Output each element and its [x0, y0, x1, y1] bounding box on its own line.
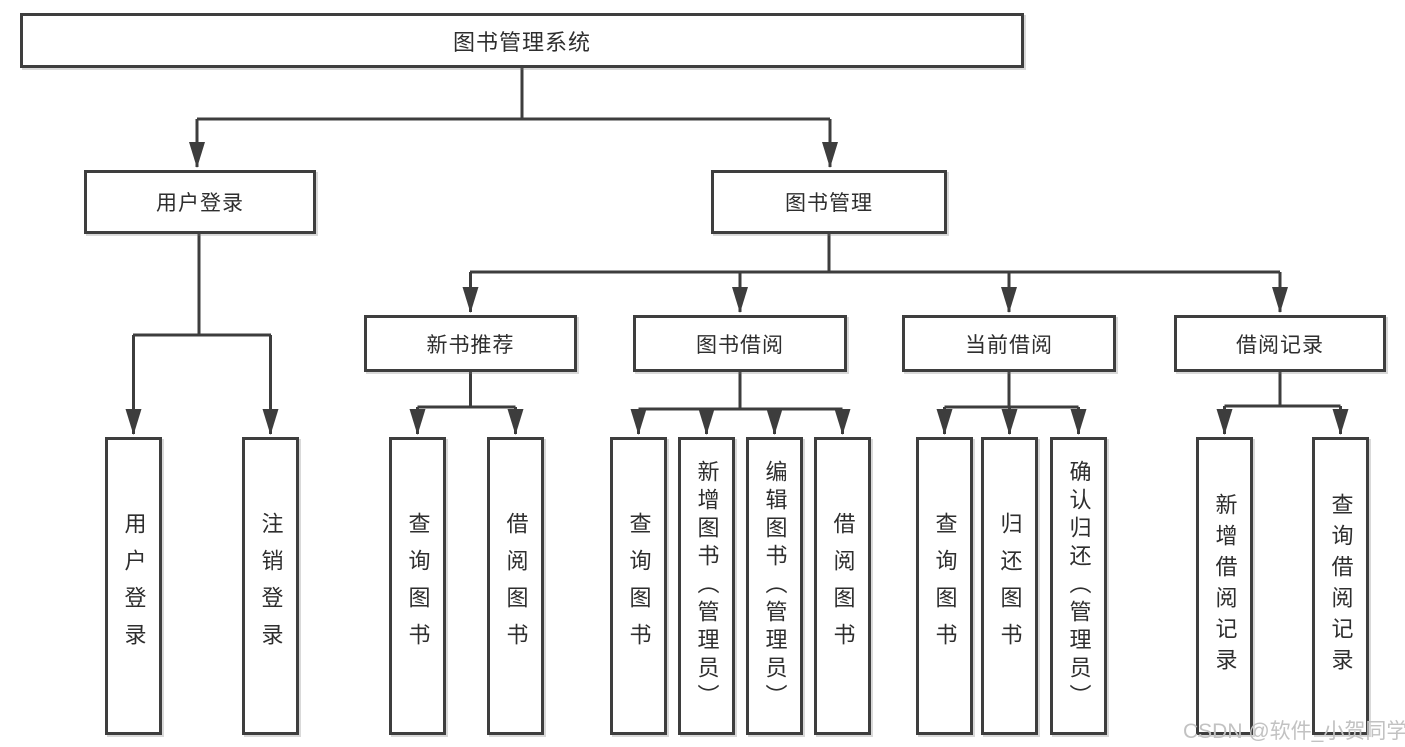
node-borrow-records: 借阅记录: [1174, 315, 1386, 372]
watermark-text: CSDN @软件_小贺同学: [1183, 720, 1405, 743]
connector-borrow-records-to-leaves: [1216, 372, 1349, 435]
node-label: 注销登录: [258, 512, 284, 660]
node-new-book-recommend: 新书推荐: [364, 315, 577, 372]
leaf-edit-book-admin: 编辑图书（管理员）: [746, 437, 803, 735]
leaf-query-books-borrow: 查询图书: [610, 437, 667, 735]
leaf-return-book: 归还图书: [981, 437, 1038, 735]
node-label: 新增借阅记录: [1212, 493, 1238, 679]
leaf-add-borrow-record: 新增借阅记录: [1196, 437, 1253, 735]
node-label: 借阅记录: [1236, 333, 1324, 357]
node-label: 借阅图书: [830, 512, 856, 660]
leaf-query-borrow-record: 查询借阅记录: [1312, 437, 1369, 735]
connector-user-login-to-leaves: [125, 234, 279, 435]
node-label: 查询图书: [932, 512, 958, 660]
node-label: 图书管理: [785, 192, 873, 215]
node-label: 当前借阅: [965, 333, 1053, 357]
node-user-login: 用户登录: [84, 170, 316, 234]
node-label: 图书管理系统: [452, 29, 591, 55]
connector-new-book-recommend-to-leaves: [409, 372, 524, 435]
leaf-logout: 注销登录: [242, 437, 299, 735]
leaf-confirm-return-admin: 确认归还（管理员）: [1050, 437, 1107, 735]
leaf-borrow-books: 借阅图书: [814, 437, 871, 735]
node-book-management: 图书管理: [711, 170, 947, 234]
connector-current-borrow-to-leaves: [936, 372, 1087, 435]
node-label: 查询借阅记录: [1328, 493, 1354, 679]
node-label: 编辑图书（管理员）: [762, 460, 788, 712]
node-label: 新书推荐: [426, 333, 515, 357]
node-label: 查询图书: [405, 512, 431, 660]
node-label: 借阅图书: [503, 512, 529, 660]
node-book-borrow: 图书借阅: [633, 315, 847, 372]
node-label: 确认归还（管理员）: [1066, 460, 1092, 712]
node-label: 用户登录: [121, 512, 147, 660]
connector-book-management-to-groups: [462, 234, 1288, 313]
node-label: 图书借阅: [696, 333, 784, 357]
leaf-user-login: 用户登录: [105, 437, 162, 735]
node-label: 新增图书（管理员）: [694, 460, 720, 712]
leaf-borrow-books-recommend: 借阅图书: [487, 437, 544, 735]
node-library-management-system: 图书管理系统: [20, 13, 1024, 68]
leaf-query-books-current: 查询图书: [916, 437, 973, 735]
node-label: 归还图书: [997, 512, 1023, 660]
node-label: 查询图书: [626, 512, 652, 660]
node-current-borrow: 当前借阅: [902, 315, 1116, 372]
node-label: 用户登录: [156, 192, 244, 215]
connector-root-to-level2: [189, 68, 838, 168]
connector-book-borrow-to-leaves: [630, 372, 851, 435]
leaf-add-book-admin: 新增图书（管理员）: [678, 437, 735, 735]
leaf-query-books-recommend: 查询图书: [389, 437, 446, 735]
